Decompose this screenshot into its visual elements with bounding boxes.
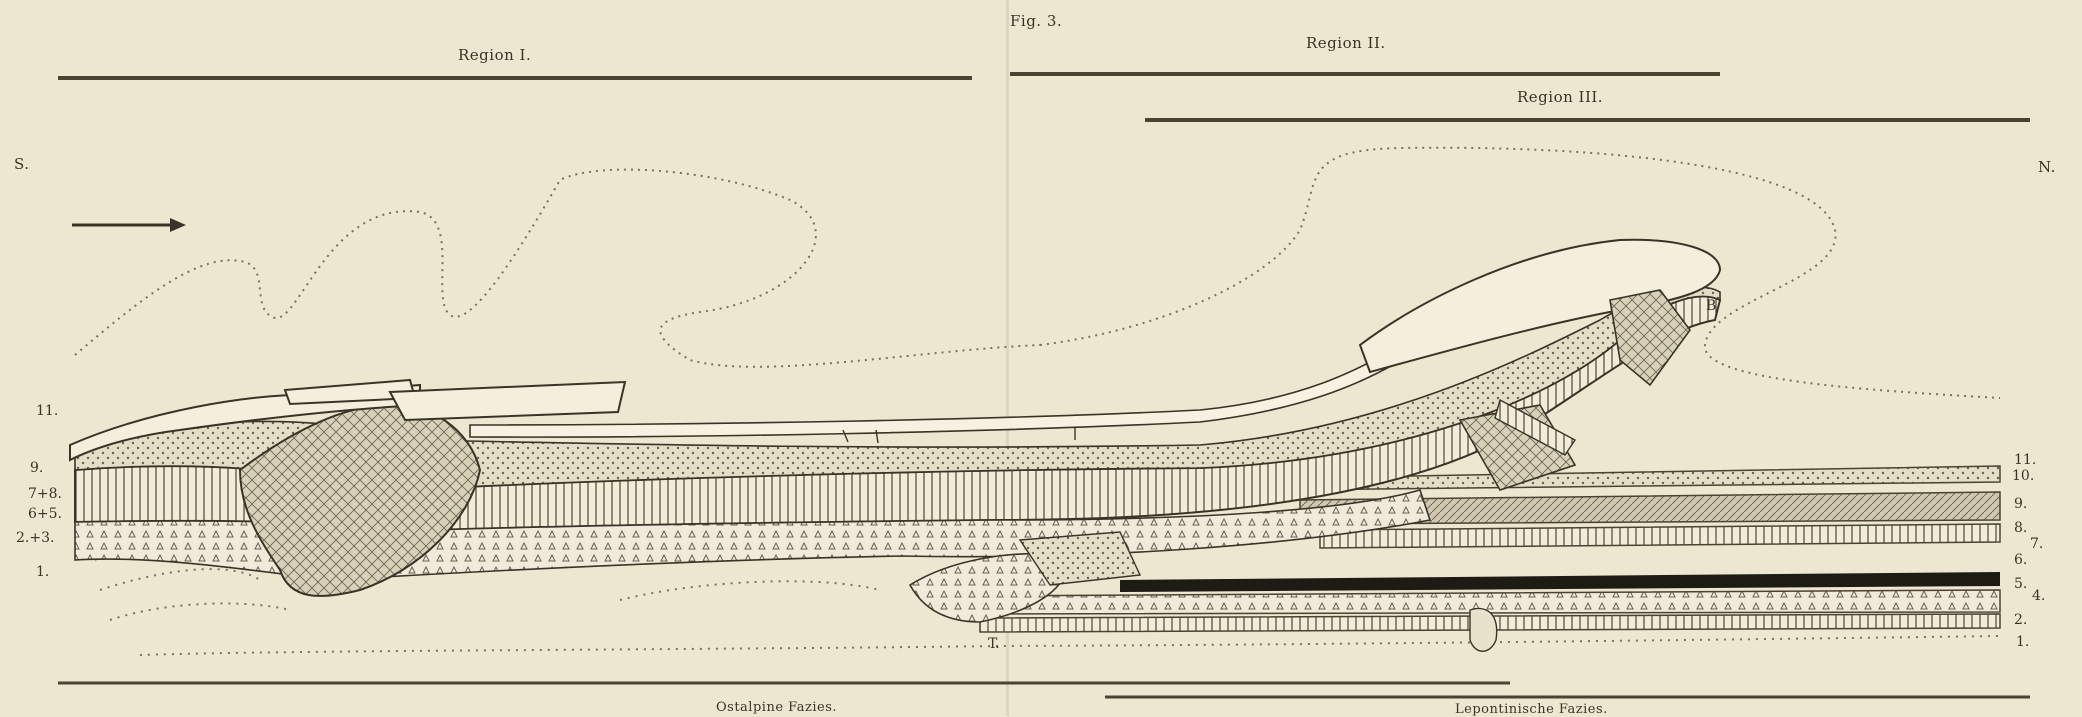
layer-right-7: 7.	[2030, 536, 2043, 552]
top-slab-block-2	[390, 382, 625, 420]
layer-right-9: 9.	[2014, 496, 2027, 512]
facies-right-label: Lepontinische Fazies.	[1455, 702, 1608, 717]
direction-arrow-icon	[72, 218, 186, 232]
layer-left-11: 11.	[36, 403, 58, 419]
intrusion-lens	[1470, 609, 1497, 652]
layer-right-2: 2.	[2014, 612, 2027, 628]
stratum-r-6	[1120, 572, 2000, 592]
facies-left-label: Ostalpine Fazies.	[716, 700, 837, 715]
layer-left-1: 1.	[36, 564, 49, 580]
layer-right-6: 6.	[2014, 552, 2027, 568]
north-label: N.	[2038, 158, 2056, 176]
layer-right-4: 4.	[2032, 588, 2045, 604]
stratum-r-8	[1320, 524, 2000, 548]
south-label: S.	[14, 155, 30, 173]
stratum-r-4	[980, 590, 2000, 614]
layer-right-1: 1.	[2016, 634, 2029, 650]
region-1-label: Region I.	[458, 46, 531, 64]
figure-title: Fig. 3.	[1010, 12, 1062, 30]
layer-left-2-3: 2.+3.	[16, 530, 54, 546]
layer-left-9: 9.	[30, 460, 43, 476]
layer-right-11: 11.	[2014, 452, 2036, 468]
mark-t: T.	[988, 636, 1000, 652]
layer-right-5: 5.	[2014, 576, 2027, 592]
mark-b: B	[1706, 298, 1716, 314]
layer-left-6-5: 6+5.	[28, 506, 62, 522]
layer-right-10: 10.	[2012, 468, 2034, 484]
layer-left-7-8: 7+8.	[28, 486, 62, 502]
layer-right-8: 8.	[2014, 520, 2027, 536]
eroded-outline-left	[75, 170, 1040, 367]
region-3-label: Region III.	[1517, 88, 1603, 106]
region-2-label: Region II.	[1306, 34, 1386, 52]
